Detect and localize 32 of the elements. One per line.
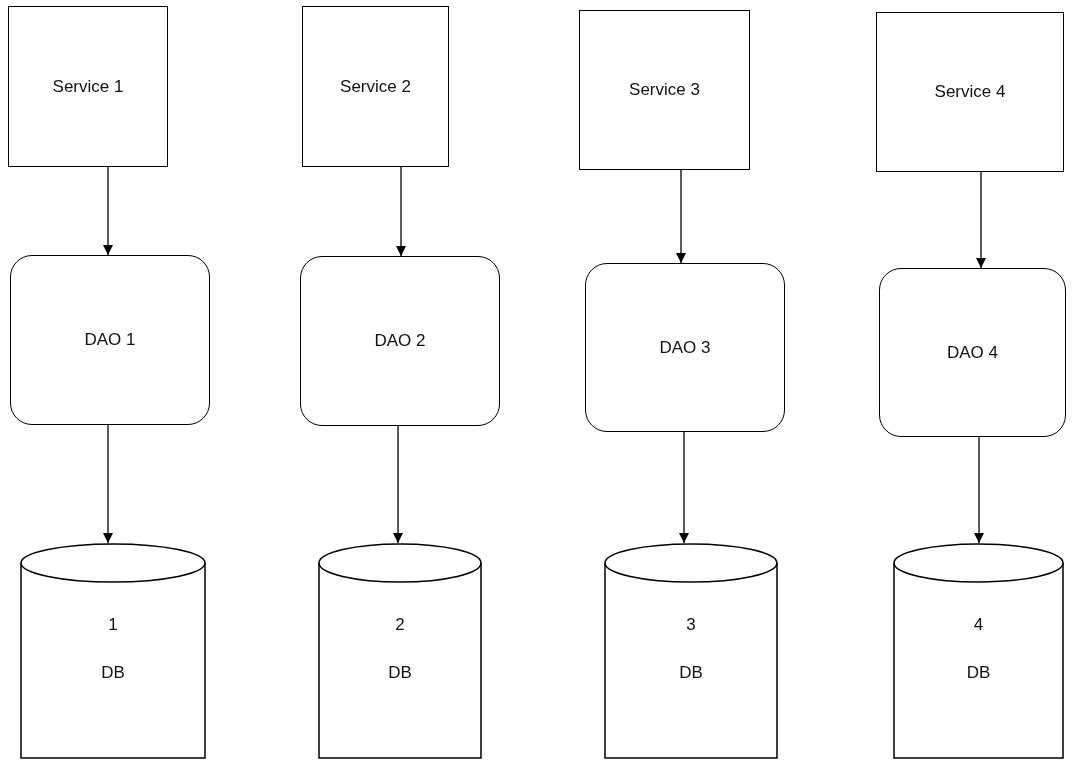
dao-box xyxy=(300,256,500,426)
service-box xyxy=(8,6,168,167)
arrow xyxy=(678,431,690,544)
node-label: DAO 4 xyxy=(947,342,998,363)
service-box xyxy=(579,10,750,170)
database-number: 2 xyxy=(395,615,405,635)
arrow xyxy=(975,171,987,269)
database-number: 1 xyxy=(108,615,118,635)
arrow xyxy=(395,166,407,257)
dao-box xyxy=(879,268,1066,437)
node-label: Service 1 xyxy=(52,76,124,97)
dao-box xyxy=(10,255,210,425)
node-label: Service 4 xyxy=(934,82,1006,102)
service-box xyxy=(876,12,1064,172)
database-number: 4 xyxy=(973,615,984,635)
node-label: Service 2 xyxy=(340,76,411,97)
node-label: DAO 3 xyxy=(659,337,711,358)
node-label: Service 3 xyxy=(629,80,700,100)
arrow xyxy=(102,424,114,544)
database-label: DB xyxy=(388,663,412,683)
database-label: DB xyxy=(101,663,125,683)
database-label: DB xyxy=(679,663,703,683)
arrow xyxy=(102,166,114,256)
arrow xyxy=(973,436,985,544)
database-number: 3 xyxy=(686,615,696,635)
node-label: DAO 2 xyxy=(374,331,426,351)
service-box xyxy=(302,6,449,167)
database-label: DB xyxy=(966,663,991,683)
dao-box xyxy=(585,263,785,432)
arrow xyxy=(392,425,404,544)
arrow xyxy=(675,169,687,264)
node-label: DAO 1 xyxy=(84,330,136,350)
